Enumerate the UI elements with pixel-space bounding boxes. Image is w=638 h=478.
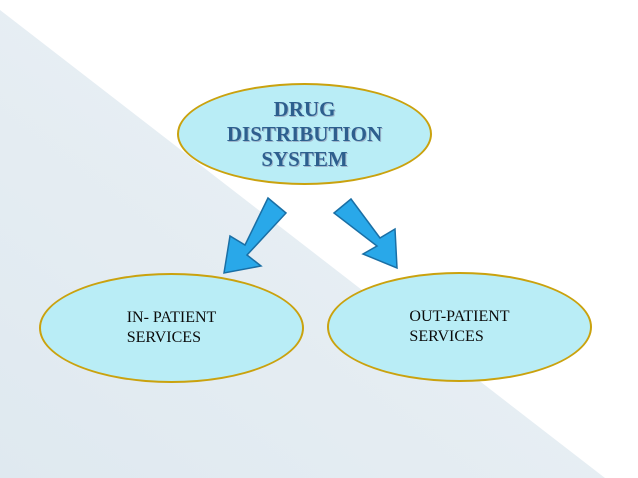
in-patient-label: IN- PATIENT SERVICES [126,309,217,346]
out-patient-label: OUT-PATIENT SERVICES [409,308,510,345]
drug-distribution-system-node: DRUG DISTRIBUTION SYSTEM [177,83,432,185]
arrow-to-in-patient [223,196,288,274]
root-node-label: DRUG DISTRIBUTION SYSTEM [226,96,383,171]
arrow-to-out-patient [332,197,398,270]
in-patient-services-node: IN- PATIENT SERVICES [39,273,304,383]
out-patient-services-node: OUT-PATIENT SERVICES [327,272,592,382]
